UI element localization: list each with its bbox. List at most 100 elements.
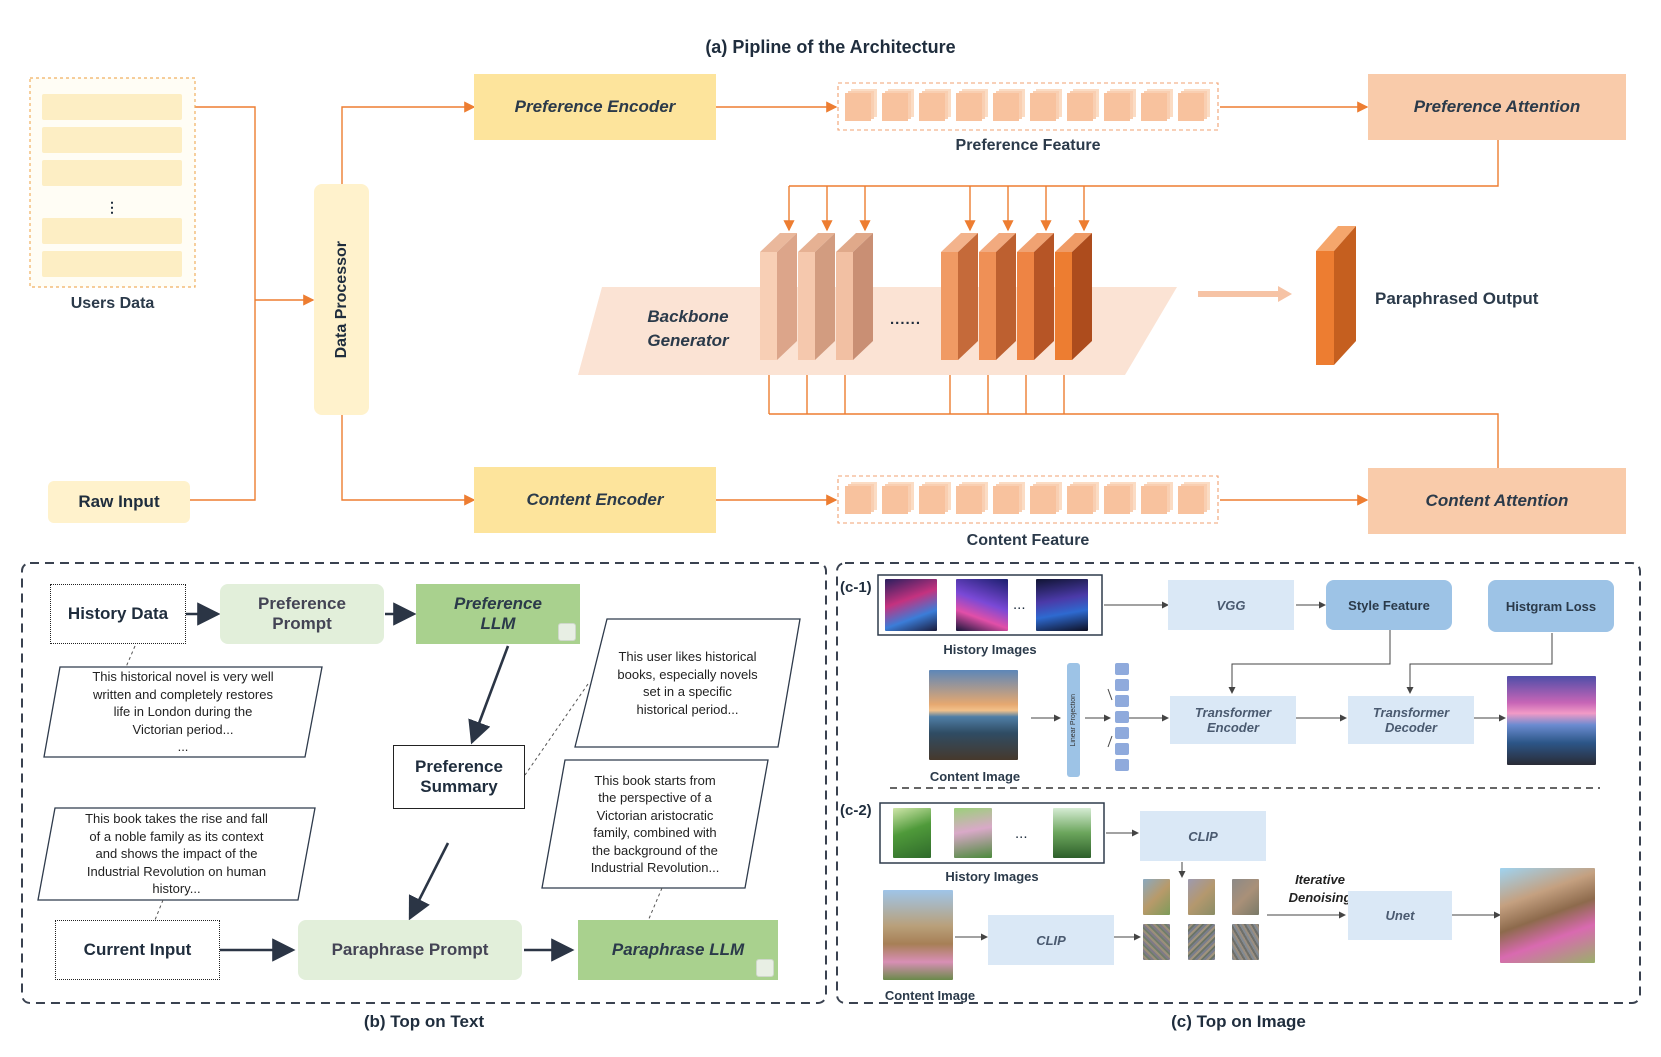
note-current-line: Industrial Revolution on human — [86, 863, 267, 879]
iterative-denoising-label: Iterative Denoising — [1270, 871, 1370, 907]
linear-projection-label: Linear Projection — [1070, 693, 1077, 747]
note-history-line: Victorian period... — [132, 721, 234, 737]
feature-token — [1104, 486, 1130, 514]
preference-prompt-box: Preference Prompt — [220, 584, 384, 644]
transformer-decoder-line2: Decoder — [1384, 720, 1438, 735]
feature-token — [1067, 486, 1093, 514]
note-history-line: This historical novel is very well — [92, 669, 274, 685]
noise-step — [1143, 924, 1170, 960]
iterative-line2: Denoising — [1288, 890, 1352, 905]
feature-token — [882, 486, 908, 514]
history-image-city-1 — [885, 579, 937, 631]
note-current-line: of a noble family as its context — [89, 828, 264, 844]
content-attention-box: Content Attention — [1368, 468, 1626, 534]
backbone-layer — [1055, 252, 1072, 360]
history-image-city-3 — [1036, 579, 1088, 631]
transformer-encoder-line2: Encoder — [1206, 720, 1259, 735]
preference-llm-line2: LLM — [480, 614, 516, 633]
c2-ellipsis: ... — [1015, 825, 1028, 842]
vgg-label: VGG — [1216, 597, 1246, 613]
openai-icon — [756, 959, 774, 977]
c1-tag: (c-1) — [840, 579, 872, 596]
linear-projection: Linear Projection — [1063, 663, 1084, 777]
feature-token — [993, 93, 1019, 121]
note-user-line: books, especially novels — [617, 666, 758, 682]
backbone-layer — [798, 252, 815, 360]
histgram-loss-label: Histgram Loss — [1505, 598, 1597, 614]
style-feature-label: Style Feature — [1348, 597, 1430, 613]
current-input-label: Current Input — [83, 940, 192, 959]
note-output-line: the background of the — [592, 842, 718, 858]
feature-token — [956, 93, 982, 121]
backbone-layer — [836, 252, 853, 360]
paraphrase-prompt-box: Paraphrase Prompt — [298, 920, 522, 980]
content-encoder-box: Content Encoder — [474, 467, 716, 533]
note-user-line: set in a specific — [643, 684, 732, 699]
note-history-line: ... — [177, 739, 189, 755]
clip-label-top: CLIP — [1188, 828, 1218, 844]
users-data-label: Users Data — [70, 295, 155, 312]
backbone-dots: ...... — [890, 311, 922, 328]
note-output-line: the perspective of a — [598, 790, 712, 805]
unet-label: Unet — [1385, 908, 1415, 923]
history-image-garden-3 — [1053, 808, 1091, 858]
backbone-layer — [760, 252, 777, 360]
note-output-line: Industrial Revolution... — [590, 860, 720, 875]
panel-b-frame — [21, 562, 827, 1004]
preference-feature-label: Preference Feature — [955, 137, 1101, 154]
raw-input-box: Raw Input — [48, 481, 190, 523]
preference-encoder-box: Preference Encoder — [474, 74, 716, 140]
raw-input-label: Raw Input — [78, 492, 160, 511]
denoise-step — [1188, 879, 1215, 915]
note-current: This book takes the rise and fall of a n… — [38, 808, 315, 900]
history-image-garden-2 — [954, 808, 992, 858]
denoise-step — [1232, 879, 1259, 915]
noise-step — [1188, 924, 1215, 960]
backbone-label-line1: Backbone — [647, 307, 729, 326]
preference-attention-box: Preference Attention — [1368, 74, 1626, 140]
paraphrased-output-block — [1316, 251, 1334, 365]
content-image-c2 — [883, 890, 953, 980]
note-output: This book starts from the perspective of… — [542, 760, 768, 888]
history-image-city-2 — [956, 579, 1008, 631]
note-history: This historical novel is very well writt… — [44, 667, 322, 757]
feature-token — [919, 93, 945, 121]
history-images-label-c2: History Images — [945, 869, 1039, 884]
stylized-output-c1 — [1507, 676, 1596, 765]
clip-box-bottom: CLIP — [988, 915, 1114, 965]
history-image-garden-1 — [893, 808, 931, 858]
feature-token — [1141, 93, 1167, 121]
transformer-decoder-line1: Transformer — [1372, 705, 1450, 720]
preference-attention-label: Preference Attention — [1413, 97, 1581, 116]
c1-ellipsis: ... — [1013, 596, 1026, 613]
clip-box-top: CLIP — [1140, 811, 1266, 861]
note-user-line: historical period... — [636, 701, 739, 717]
preference-summary-line2: Summary — [420, 777, 498, 796]
linear-projection-bar — [1067, 663, 1080, 777]
content-feature-frame — [837, 475, 1219, 524]
feature-token — [1141, 486, 1167, 514]
transformer-decoder-box: Transformer Decoder — [1348, 696, 1474, 744]
note-output-line: Victorian aristocratic — [596, 807, 714, 823]
note-output-line: This book starts from — [594, 772, 716, 788]
feature-token — [845, 93, 871, 121]
content-encoder-label: Content Encoder — [526, 490, 664, 509]
feature-token — [993, 486, 1019, 514]
feature-token — [1178, 486, 1204, 514]
content-image-c1 — [929, 670, 1018, 760]
preference-summary-box: Preference Summary — [393, 745, 525, 809]
paraphrase-llm-box: Paraphrase LLM — [578, 920, 778, 980]
panel-b-title: (b) Top on Text — [363, 1012, 485, 1031]
preference-prompt-line2: Prompt — [272, 614, 332, 633]
transformer-encoder-box: Transformer Encoder — [1170, 696, 1296, 744]
style-feature-box: Style Feature — [1326, 580, 1452, 630]
backbone-label-line2: Generator — [647, 331, 729, 350]
preference-feature-frame — [837, 82, 1219, 131]
data-processor-box: Data Processor — [314, 184, 369, 415]
unet-box: Unet — [1348, 891, 1452, 940]
panel-c-frame — [836, 562, 1641, 1004]
content-feature-label: Content Feature — [966, 532, 1090, 549]
openai-icon — [558, 623, 576, 641]
note-history-line: written and completely restores — [93, 686, 273, 702]
preference-llm-box: Preference LLM — [416, 584, 580, 644]
